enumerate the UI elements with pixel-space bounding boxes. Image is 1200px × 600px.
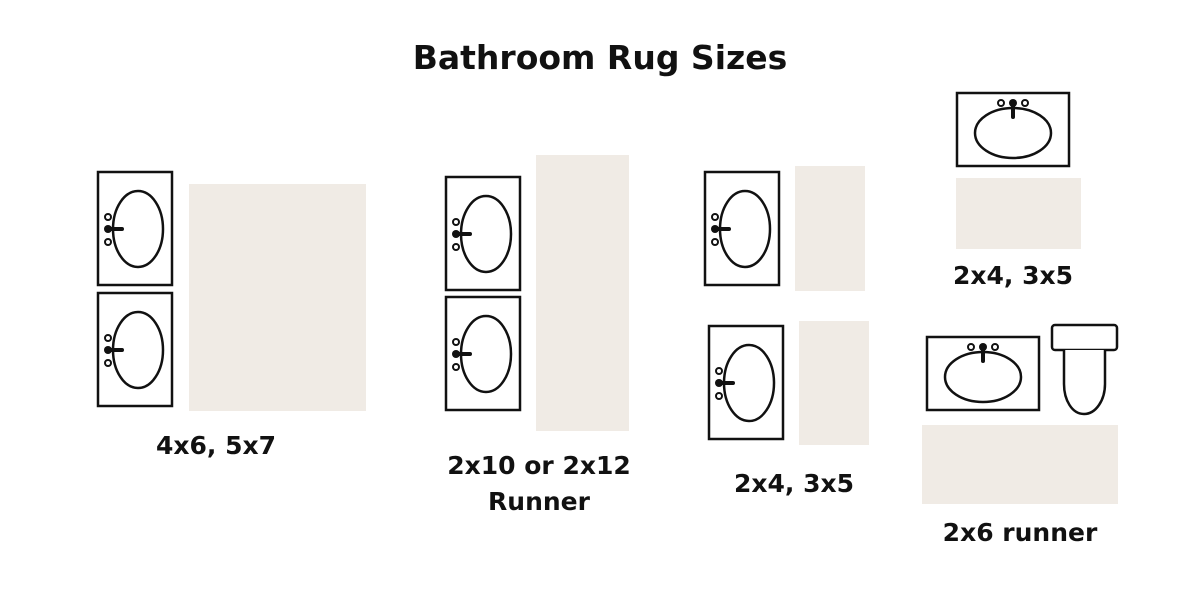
label-vanity-toilet: 2x6 runner bbox=[942, 518, 1098, 547]
rug-2x4-lower bbox=[799, 321, 869, 445]
label-runner-line1: 2x10 or 2x12 bbox=[447, 451, 631, 480]
toilet-icon bbox=[1050, 323, 1119, 416]
page-title: Bathroom Rug Sizes bbox=[412, 38, 788, 77]
rug-4x6-5x7 bbox=[189, 184, 366, 411]
vanity-toilet-group bbox=[922, 323, 1119, 504]
double-vanity-runner-group bbox=[444, 155, 629, 431]
rug-2x4-upper bbox=[795, 166, 865, 291]
double-vanity-group bbox=[96, 170, 366, 411]
vanity-sink-top bbox=[444, 175, 522, 292]
label-stacked-vanity: 2x4, 3x5 bbox=[733, 469, 855, 498]
vanity-sink bbox=[925, 335, 1041, 412]
rug-2x6-runner bbox=[922, 425, 1118, 504]
vanity-sink bbox=[703, 170, 781, 287]
rug-2x10-runner bbox=[536, 155, 629, 431]
stacked-vanity-lower-group bbox=[707, 321, 869, 445]
vanity-sink-top bbox=[96, 170, 174, 287]
vanity-sink-bottom bbox=[96, 291, 174, 408]
label-double-vanity: 4x6, 5x7 bbox=[155, 431, 277, 460]
vanity-sink bbox=[955, 91, 1071, 168]
vanity-sink-bottom bbox=[444, 295, 522, 412]
label-single-vanity: 2x4, 3x5 bbox=[952, 261, 1074, 290]
single-vanity-group bbox=[955, 91, 1081, 249]
vanity-sink bbox=[707, 324, 785, 441]
rug-2x4-3x5 bbox=[956, 178, 1081, 249]
label-runner-line2: Runner bbox=[488, 487, 590, 516]
stacked-vanity-upper-group bbox=[703, 166, 865, 291]
